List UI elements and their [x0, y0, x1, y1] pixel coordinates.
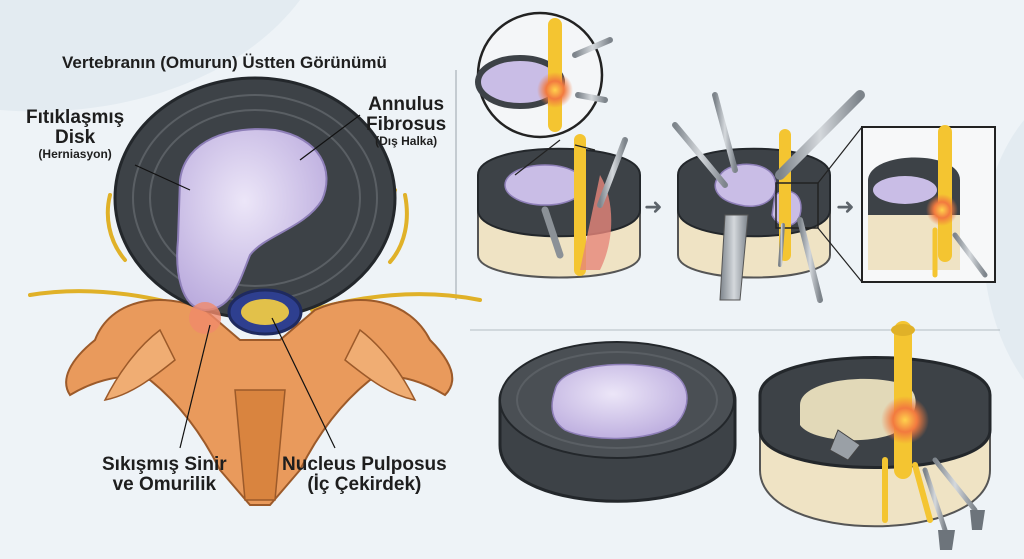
label-herniated-disk-sub: (Herniasyon) — [26, 148, 124, 161]
arrow-right-icon: ➜ — [644, 195, 662, 220]
label-nucleus-pulposus: Nucleus Pulposus (İç Çekirdek) — [282, 455, 447, 495]
label-nucleus-line1: Nucleus Pulposus — [282, 455, 447, 475]
label-herniated-disk-line1: Fıtıklaşmış — [26, 108, 124, 128]
label-compressed-line1: Sıkışmış Sinir — [102, 455, 227, 475]
spinal-cord-inner — [241, 299, 289, 325]
compression-site — [189, 302, 221, 334]
label-annulus-fibrosus: Annulus Fibrosus (Dış Halka) — [366, 95, 446, 147]
arrow-right-icon: ➜ — [836, 195, 854, 220]
label-compressed-nerve: Sıkışmış Sinir ve Omurilik — [102, 455, 227, 495]
page-title: Vertebranın (Omurun) Üstten Görünümü — [62, 54, 387, 72]
label-annulus-line1: Annulus — [366, 95, 446, 115]
label-annulus-sub: (Dış Halka) — [366, 135, 446, 148]
surgery-step-3-zoom — [862, 127, 995, 282]
surgery-step-2 — [675, 95, 862, 300]
label-annulus-line2: Fibrosus — [366, 115, 446, 135]
label-compressed-line2: ve Omurilik — [102, 475, 227, 495]
label-nucleus-line2: (İç Çekirdek) — [282, 475, 447, 495]
label-herniated-disk: Fıtıklaşmış Disk (Herniasyon) — [26, 108, 124, 160]
repaired-disk — [760, 324, 990, 550]
surgery-step-1 — [478, 13, 640, 278]
label-herniated-disk-line2: Disk — [26, 128, 124, 148]
healthy-disk — [500, 342, 735, 501]
